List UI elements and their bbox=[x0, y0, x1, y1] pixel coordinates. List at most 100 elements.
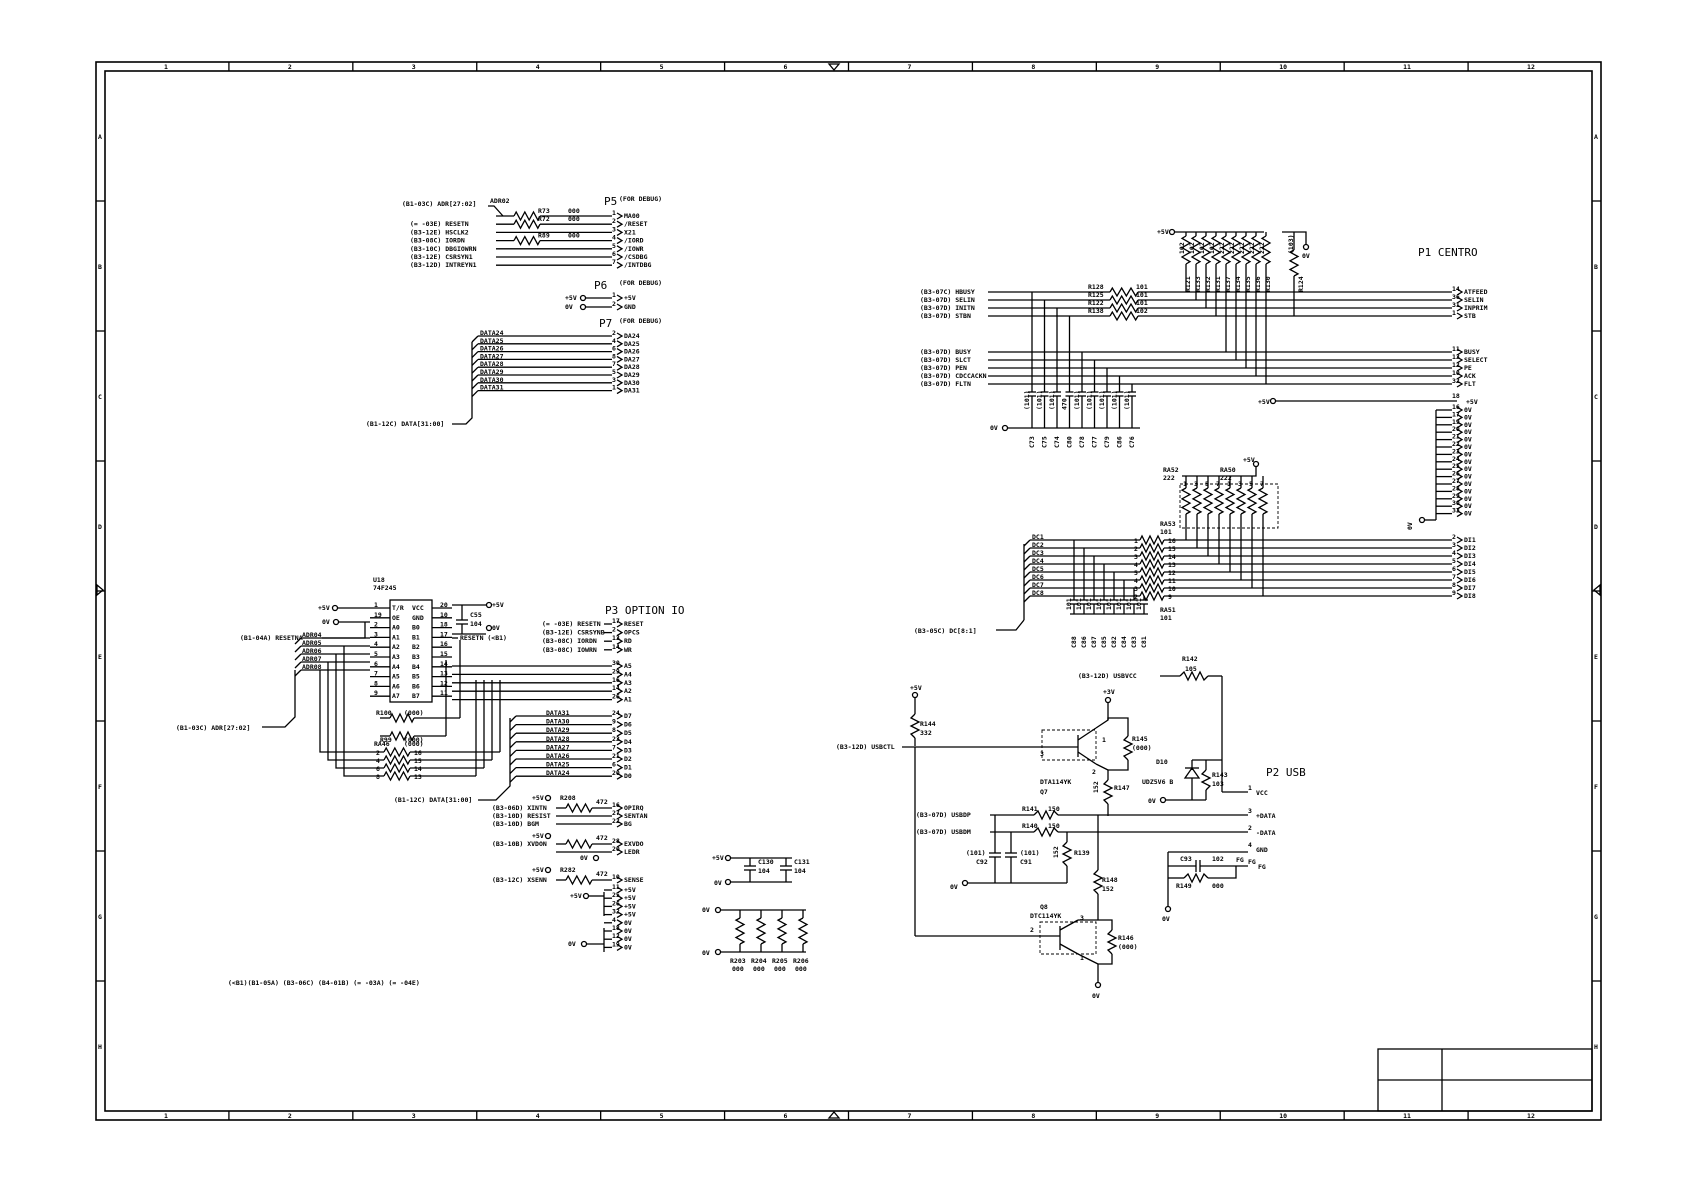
p5-src-4: (B3-10C) DBGIOWRN bbox=[410, 245, 477, 253]
p1-gnd-pin-1: 17 bbox=[1452, 410, 1460, 418]
u18-lpin-lab-5: A3 bbox=[392, 653, 400, 661]
p7-pin-0: 2 bbox=[612, 329, 616, 337]
ra50-name: RA50 bbox=[1220, 466, 1236, 474]
u18-lpin-lab-0: T/R bbox=[392, 604, 404, 612]
p1-dcap-val-4: 101 bbox=[1105, 598, 1113, 610]
p3-misc-src-1: (B3-10D) RESIST bbox=[492, 812, 551, 820]
p7-pin-6: 3 bbox=[612, 376, 616, 384]
u18-rpin-num-0: 20 bbox=[440, 601, 448, 609]
p1-top-pin-0: 14 bbox=[1452, 285, 1460, 293]
usb-sig3: +DATA bbox=[1256, 812, 1276, 820]
p3-vcc: +5V bbox=[570, 892, 582, 900]
p3-misc-pin-4: 20 bbox=[612, 845, 620, 853]
p3-data-pin-1: 9 bbox=[612, 718, 616, 726]
p5-title: P5 bbox=[604, 195, 617, 208]
p3-ctrl-pin-0: 17 bbox=[612, 617, 620, 625]
p3-data-sig-4: D3 bbox=[624, 746, 632, 754]
p7-src-2: DATA26 bbox=[480, 345, 504, 353]
p5-src-1: (= -03E) RESETN bbox=[410, 220, 469, 228]
p1-gnd-pin-14: 33 bbox=[1452, 507, 1460, 515]
ra46-pin-r-3: 13 bbox=[414, 773, 422, 781]
p3-pwr-sig-5: 0V bbox=[624, 927, 632, 935]
u18-rpin-num-7: 13 bbox=[440, 670, 448, 678]
p1-top-pin-1: 36 bbox=[1452, 293, 1460, 301]
r145-val: (000) bbox=[1132, 744, 1152, 752]
u18-adr-0: ADR08 bbox=[302, 663, 322, 671]
p1-cap-name-1: C75 bbox=[1041, 436, 1049, 448]
footnote: (<B1)(B1-05A) (B3-06C) (B4-01B) (= -03A)… bbox=[228, 979, 420, 987]
p3-pwr-sig-1: +5V bbox=[624, 894, 636, 902]
p1-mid-pin-4: 32 bbox=[1452, 377, 1460, 385]
p3-pwr-pin-6: 12 bbox=[612, 932, 620, 940]
row-label-right: H bbox=[1594, 1043, 1598, 1051]
col-label-bottom: 10 bbox=[1279, 1112, 1287, 1120]
p7-note: (FOR DEBUG) bbox=[619, 317, 662, 325]
p1-dcap-val-5: 101 bbox=[1115, 598, 1123, 610]
c55-val: 104 bbox=[470, 620, 482, 628]
p1-gnd-pin-0: 16 bbox=[1452, 403, 1460, 411]
p1-data-pin-0: 2 bbox=[1452, 533, 1456, 541]
p1-gnd-sig-12: 0V bbox=[1464, 495, 1472, 503]
col-label-top: 4 bbox=[536, 63, 540, 71]
p3-ctrl-sig-0: RESET bbox=[624, 620, 644, 628]
p1-gnd-sig-1: 0V bbox=[1464, 413, 1472, 421]
col-label-bottom: 1 bbox=[164, 1112, 168, 1120]
p7-sig-3: DA27 bbox=[624, 355, 640, 363]
r147-name: R147 bbox=[1114, 784, 1130, 792]
caps-vcc: +5V bbox=[712, 854, 724, 862]
p1-data-pin-6: 8 bbox=[1452, 581, 1456, 589]
r140-name: R140 bbox=[1022, 822, 1038, 830]
res-misc-name-3: R206 bbox=[793, 957, 809, 965]
p1-cap-val-7: (101) bbox=[1111, 390, 1119, 410]
p5-res-val-1: 000 bbox=[568, 215, 580, 223]
p1-mid-pin-0: 11 bbox=[1452, 345, 1460, 353]
p5-sig-6: /INTDBG bbox=[624, 261, 651, 269]
u18-lpin-lab-9: A7 bbox=[392, 692, 400, 700]
ra-vcc-label: +5V bbox=[1243, 456, 1255, 464]
p3-pwr-sig-6: 0V bbox=[624, 935, 632, 943]
p1-data-ra-out-5: 11 bbox=[1168, 577, 1176, 585]
p1-gnd-pin-12: 29 bbox=[1452, 492, 1460, 500]
q8-pin3: 3 bbox=[1080, 914, 1084, 922]
rnet-name-7: R136 bbox=[1254, 276, 1262, 292]
p5-bus-in: (B1-03C) ADR[27:02] bbox=[402, 200, 476, 208]
p3-data-src-4: DATA27 bbox=[546, 743, 570, 751]
col-label-top: 10 bbox=[1279, 63, 1287, 71]
p1-top-pin-2: 31 bbox=[1452, 301, 1460, 309]
usb-dp-src: (B3-07D) USBDP bbox=[916, 811, 971, 819]
col-label-bottom: 3 bbox=[412, 1112, 416, 1120]
p1-gnd-label: 0V bbox=[1302, 252, 1310, 260]
q7-part: DTA114YK bbox=[1040, 778, 1071, 786]
rnet-val-2: 102 bbox=[1198, 242, 1206, 254]
col-label-bottom: 6 bbox=[784, 1112, 788, 1120]
r147-val: 152 bbox=[1092, 781, 1100, 793]
col-label-bottom: 7 bbox=[907, 1112, 911, 1120]
ra-pin-6: 5 bbox=[1249, 480, 1253, 488]
row-label-right: D bbox=[1594, 523, 1598, 531]
u18-lpin-num-8: 8 bbox=[374, 679, 378, 687]
col-label-bottom: 8 bbox=[1031, 1112, 1035, 1120]
p1-data-src-2: DC3 bbox=[1032, 549, 1044, 557]
p1-dcap-val-6: 101 bbox=[1125, 598, 1133, 610]
p5-res-name-3: R89 bbox=[538, 232, 550, 240]
usb-pin1: 1 bbox=[1248, 784, 1252, 792]
u18-gnd-right: 0V bbox=[492, 624, 500, 632]
p5-pin-1: 2 bbox=[612, 217, 616, 225]
col-label-bottom: 12 bbox=[1527, 1112, 1535, 1120]
p3-data-pin-3: 23 bbox=[612, 735, 620, 743]
ra52-val: 222 bbox=[1163, 474, 1175, 482]
u18-rpin-num-6: 14 bbox=[440, 660, 448, 668]
usb-dm-src: (B3-07D) USBDM bbox=[916, 828, 971, 836]
u18-lpin-num-7: 7 bbox=[374, 670, 378, 678]
p1-data-ra-out-7: 9 bbox=[1168, 593, 1172, 601]
p3-data-sig-1: D6 bbox=[624, 721, 632, 729]
c91-name: C91 bbox=[1020, 858, 1032, 866]
p1-gnd-common: 0V bbox=[1406, 522, 1414, 530]
p1-dcap-name-1: C86 bbox=[1080, 636, 1088, 648]
p5-src-6: (B3-12D) INTREYN1 bbox=[410, 261, 477, 269]
p1-data-ra-pin-5: 4 bbox=[1134, 577, 1138, 585]
p3-pwr-sig-7: 0V bbox=[624, 943, 632, 951]
row-label-left: H bbox=[98, 1043, 102, 1051]
